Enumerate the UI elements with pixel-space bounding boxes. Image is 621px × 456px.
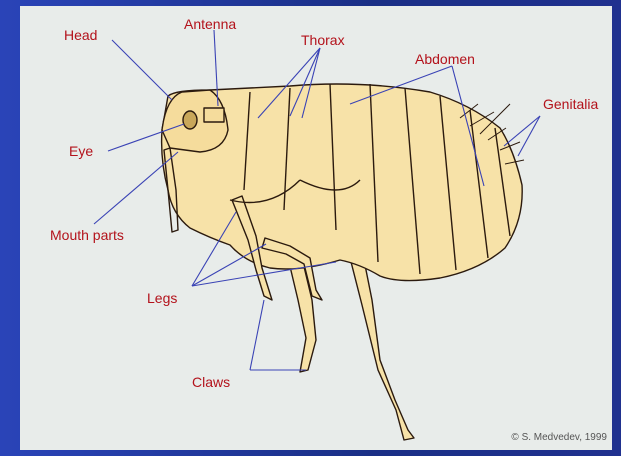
label-genitalia: Genitalia — [543, 96, 598, 112]
credit-text: © S. Medvedev, 1999 — [511, 432, 607, 444]
label-head: Head — [64, 27, 97, 43]
leader-genitalia-2 — [518, 116, 540, 156]
leader-claws — [250, 300, 306, 370]
label-antenna: Antenna — [184, 16, 236, 32]
leader-head — [112, 40, 172, 100]
leader-genitalia-1 — [504, 116, 540, 146]
label-mouth-parts: Mouth parts — [50, 227, 124, 243]
flea-eye — [183, 111, 197, 129]
label-abdomen: Abdomen — [415, 51, 475, 67]
label-claws: Claws — [192, 374, 230, 390]
antenna — [204, 108, 224, 122]
label-legs: Legs — [147, 290, 177, 306]
leader-mouth — [94, 152, 178, 224]
label-thorax: Thorax — [301, 32, 345, 48]
label-eye: Eye — [69, 143, 93, 159]
